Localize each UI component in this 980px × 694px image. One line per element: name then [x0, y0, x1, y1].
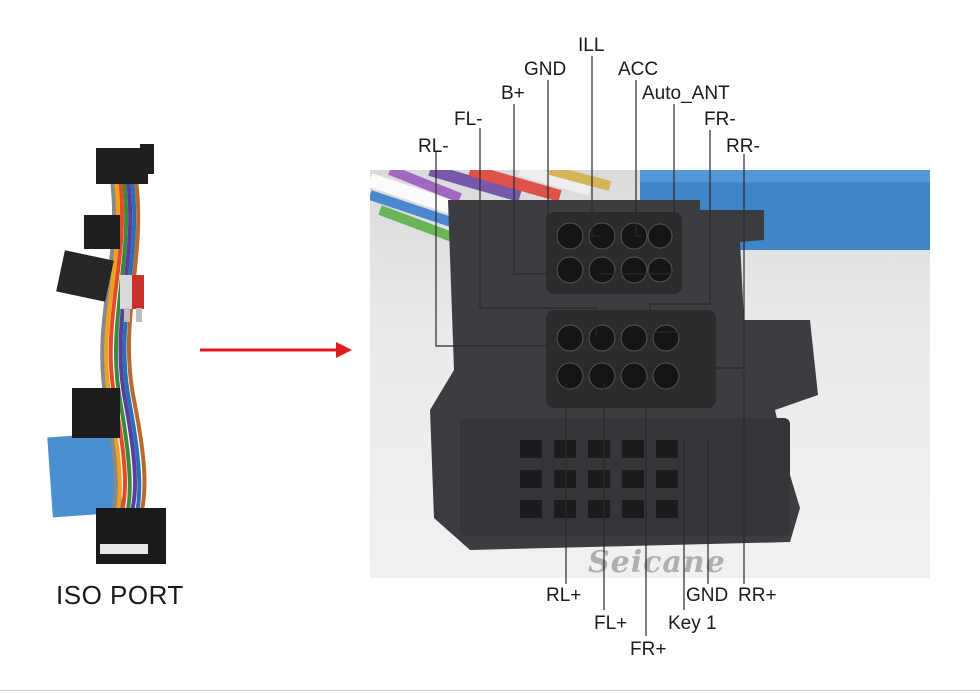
red-arrow-icon — [200, 342, 352, 358]
label-b-plus: B+ — [501, 83, 525, 104]
iso-connector-image — [370, 170, 930, 550]
leader-gnd-top — [547, 80, 556, 237]
leader-ill — [591, 56, 600, 237]
label-key1: Key 1 — [668, 613, 717, 634]
leader-auto-ant — [600, 104, 675, 275]
label-auto-ant: Auto_ANT — [642, 83, 730, 104]
label-fl-minus: FL- — [454, 109, 483, 130]
label-rr-minus: RR- — [726, 136, 760, 157]
label-rl-minus: RL- — [418, 136, 449, 157]
label-gnd-top: GND — [524, 59, 567, 80]
leader-fr-minus — [649, 130, 711, 333]
connector-photo — [370, 170, 930, 578]
leader-acc — [635, 80, 642, 237]
label-fl-plus: FL+ — [594, 613, 628, 634]
wiring-harness-image — [47, 144, 166, 564]
leader-b-plus — [513, 104, 556, 275]
label-gnd-bottom: GND — [686, 585, 729, 606]
leader-fl-minus — [479, 128, 597, 336]
leader-rr-minus — [700, 154, 745, 369]
iso-port-caption: ISO PORT — [56, 580, 184, 610]
label-ill: ILL — [578, 35, 605, 56]
leader-rl-minus — [435, 152, 556, 347]
label-acc: ACC — [618, 59, 659, 80]
label-rl-plus: RL+ — [546, 585, 582, 606]
label-rr-plus: RR+ — [738, 585, 777, 606]
seicane-watermark: Seicane — [588, 545, 726, 580]
label-fr-minus: FR- — [704, 109, 736, 130]
label-fr-plus: FR+ — [630, 639, 667, 660]
bottom-divider — [0, 690, 980, 691]
